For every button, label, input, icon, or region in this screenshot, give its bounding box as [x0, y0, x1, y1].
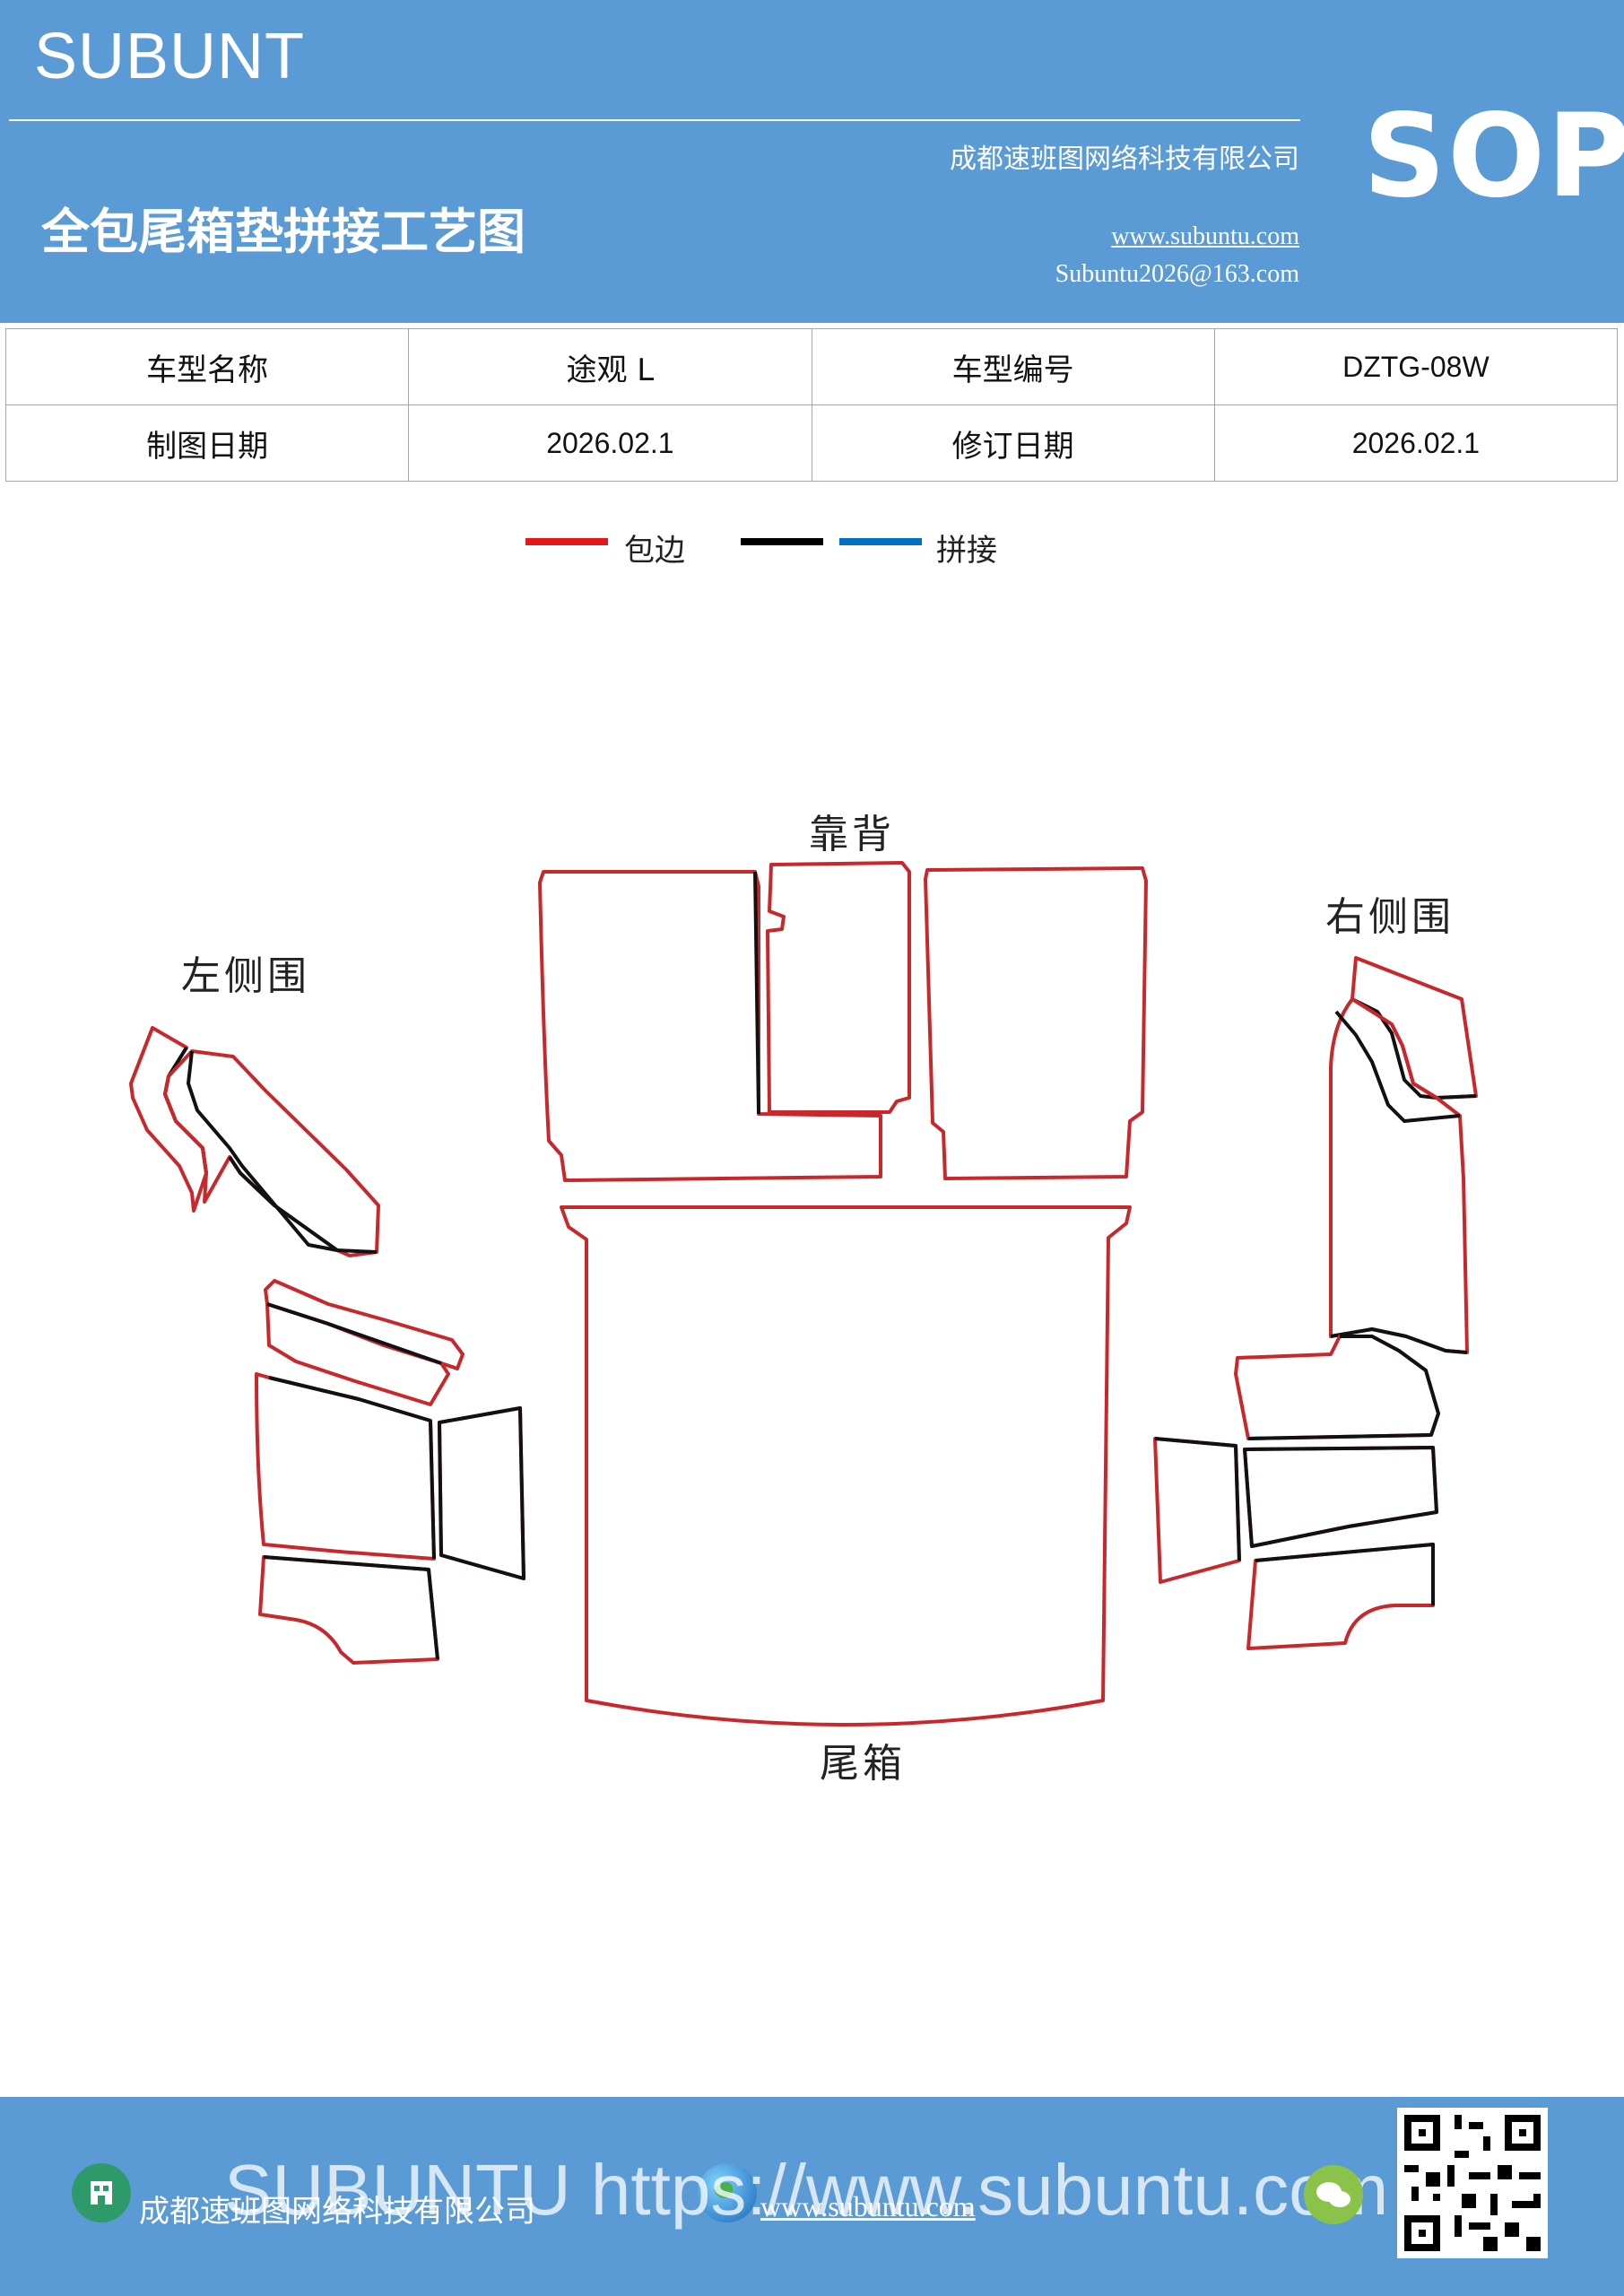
- qr-code: [1397, 2108, 1548, 2258]
- table-row: 车型名称 途观 L 车型编号 DZTG-08W: [4, 328, 1619, 405]
- left-side-bottom-piece: [258, 1555, 439, 1665]
- table-cell: 车型名称: [4, 328, 410, 405]
- backrest-center-panel: [766, 861, 911, 1114]
- legend-swatch-seam: [741, 538, 823, 545]
- footer-website-link[interactable]: www.subuntu.com: [760, 2190, 976, 2222]
- email-address[interactable]: Subuntu2026@163.com: [1055, 260, 1299, 288]
- globe-icon: [698, 2163, 757, 2222]
- left-side-seam-3: [228, 1155, 339, 1252]
- table-cell: DZTG-08W: [1213, 328, 1619, 405]
- left-side-middle-piece: [163, 1049, 380, 1257]
- left-side-panel-small: [438, 1406, 525, 1580]
- left-side-band-a: [264, 1279, 465, 1370]
- right-side-seam-6: [1154, 1437, 1241, 1561]
- table-cell: 制图日期: [4, 404, 410, 482]
- table-row: 制图日期 2026.02.1 修订日期 2026.02.1: [4, 404, 1619, 482]
- building-icon: [72, 2163, 131, 2222]
- trunk-main-panel: [560, 1205, 1132, 1726]
- label-backrest: 靠背: [809, 812, 895, 857]
- legend-swatch-join: [839, 538, 922, 545]
- backrest-left-seam: [753, 871, 760, 1115]
- table-cell: 车型编号: [811, 328, 1215, 405]
- header-divider: [9, 119, 1300, 121]
- table-cell: 途观 L: [408, 328, 812, 405]
- left-side-upper-piece: [129, 1026, 208, 1213]
- right-side-middle-block: [1243, 1446, 1438, 1548]
- table-cell: 修订日期: [811, 404, 1215, 482]
- right-side-upper-block: [1234, 1335, 1440, 1440]
- legend-label-edge: 包边: [624, 533, 685, 569]
- legend: 包边 拼接: [0, 520, 1624, 574]
- right-side-seam-4: [1247, 1335, 1440, 1440]
- mat-layout-diagram: 靠背 左侧围 右侧围 尾箱: [0, 771, 1624, 1812]
- watermark-text: SUBUNTU https://www.subuntu.com: [224, 2150, 1389, 2230]
- website-link[interactable]: www.subuntu.com: [1111, 222, 1299, 250]
- left-side-band-b: [265, 1302, 450, 1406]
- document-title: 全包尾箱垫拼接工艺图: [41, 204, 525, 260]
- left-side-seam-2: [187, 1050, 378, 1254]
- vehicle-info-table: 车型名称 途观 L 车型编号 DZTG-08W 制图日期 2026.02.1 修…: [4, 328, 1619, 482]
- backrest-right-panel: [924, 866, 1148, 1180]
- sop-badge: SOP: [1363, 90, 1624, 223]
- right-side-upper-piece: [1350, 956, 1478, 1100]
- right-side-bottom-piece: [1246, 1543, 1435, 1650]
- company-name: 成都速班图网络科技有限公司: [950, 144, 1299, 175]
- wechat-icon: [1304, 2165, 1363, 2224]
- right-side-small-panel: [1153, 1437, 1241, 1584]
- table-cell: 2026.02.1: [1213, 404, 1619, 482]
- right-side-tall-piece: [1329, 997, 1469, 1354]
- footer-company-name: 成都速班图网络科技有限公司: [139, 2194, 535, 2230]
- left-side-seam-5: [268, 1376, 436, 1560]
- table-cell: 2026.02.1: [408, 404, 812, 482]
- right-side-seam-5: [1243, 1446, 1438, 1548]
- mat-outline-drawing: [129, 861, 1478, 1726]
- legend-swatch-edge: [525, 538, 608, 545]
- label-trunk: 尾箱: [820, 1741, 906, 1787]
- left-side-seam-4: [266, 1302, 442, 1365]
- label-left-side: 左侧围: [181, 953, 310, 999]
- right-side-seam-2: [1334, 1010, 1461, 1123]
- legend-label-join: 拼接: [936, 533, 997, 569]
- right-side-seam-3: [1330, 1327, 1468, 1354]
- footer-banner: 成都速班图网络科技有限公司 www.subuntu.com SUBUNTU ht…: [0, 2097, 1624, 2296]
- label-right-side: 右侧围: [1325, 894, 1455, 940]
- header-banner: SUBUNT 全包尾箱垫拼接工艺图 成都速班图网络科技有限公司 www.subu…: [0, 0, 1624, 323]
- left-side-panel-large: [255, 1372, 436, 1561]
- left-side-seam-6: [438, 1406, 525, 1580]
- backrest-left-panel: [538, 870, 882, 1182]
- brand-name: SUBUNT: [34, 21, 306, 92]
- right-side-seam-7: [1255, 1543, 1435, 1605]
- left-side-seam-7: [263, 1555, 439, 1660]
